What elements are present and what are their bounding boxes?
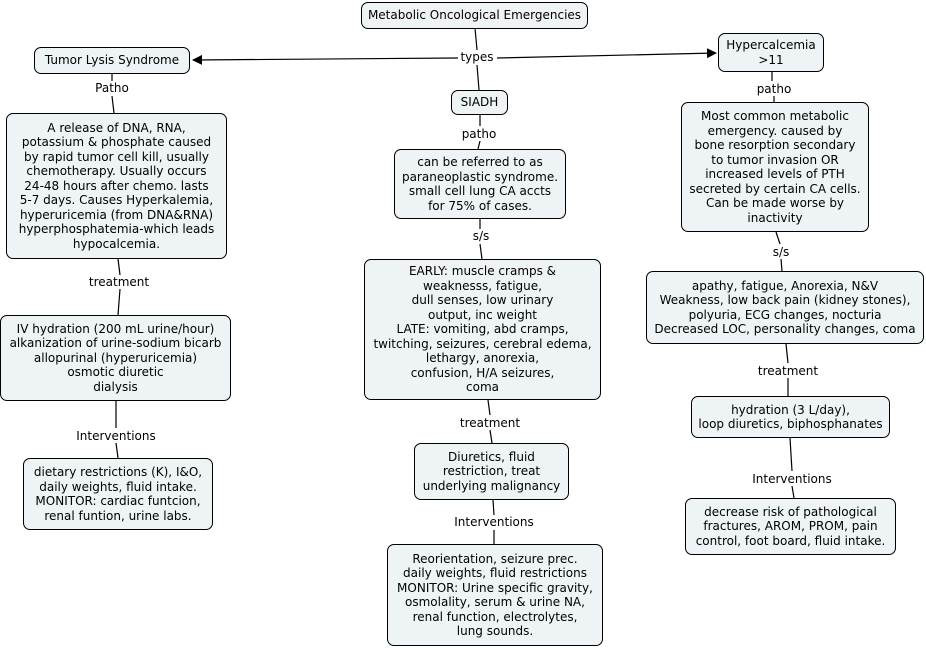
siadh-patho-text: can be referred to as paraneoplastic syn… <box>401 155 559 213</box>
label-hyper-treatment: treatment <box>755 364 821 378</box>
label-hyper-patho: patho <box>754 82 794 96</box>
hypercalcemia-text: Hypercalcemia >11 <box>726 38 816 67</box>
siadh-interventions-text: Reorientation, seizure prec. daily weigh… <box>397 551 593 639</box>
hyper-ss-text: apathy, fatigue, Anorexia, N&V Weakness,… <box>654 278 916 337</box>
label-types: types <box>458 50 496 64</box>
siadh-treatment-text: Diuretics, fluid restriction, treat unde… <box>422 449 561 493</box>
hyper-ss-node[interactable]: apathy, fatigue, Anorexia, N&V Weakness,… <box>646 271 924 344</box>
label-siadh-ss: s/s <box>470 229 492 243</box>
label-hyper-interventions: Interventions <box>750 472 834 486</box>
label-siadh-patho: patho <box>459 127 499 141</box>
tls-patho-text: A release of DNA, RNA, potassium & phosp… <box>18 120 215 251</box>
hyper-treatment-text: hydration (3 L/day), loop diuretics, bip… <box>698 402 883 432</box>
label-siadh-interventions: Interventions <box>452 515 536 529</box>
siadh-node[interactable]: SIADH <box>451 90 508 115</box>
label-hyper-ss: s/s <box>770 245 792 259</box>
hyper-patho-text: Most common metabolic emergency. caused … <box>689 109 861 225</box>
tls-treatment-text: IV hydration (200 mL urine/hour) alkaniz… <box>9 321 222 394</box>
label-tls-treatment: treatment <box>86 275 152 289</box>
root-text: Metabolic Oncological Emergencies <box>367 8 582 23</box>
tls-interventions-text: dietary restrictions (K), I&O, daily wei… <box>33 465 203 523</box>
siadh-text: SIADH <box>460 95 499 110</box>
tls-node[interactable]: Tumor Lysis Syndrome <box>34 47 190 74</box>
root-node[interactable]: Metabolic Oncological Emergencies <box>361 2 588 29</box>
tls-text: Tumor Lysis Syndrome <box>44 53 180 68</box>
siadh-patho-node[interactable]: can be referred to as paraneoplastic syn… <box>394 149 566 219</box>
tls-patho-node[interactable]: A release of DNA, RNA, potassium & phosp… <box>6 113 227 259</box>
siadh-ss-text: EARLY: muscle cramps & weaknesss, fatigu… <box>373 264 592 395</box>
hypercalcemia-node[interactable]: Hypercalcemia >11 <box>718 33 824 72</box>
label-siadh-treatment: treatment <box>457 416 523 430</box>
hyper-patho-node[interactable]: Most common metabolic emergency. caused … <box>681 102 869 232</box>
label-tls-patho: Patho <box>93 81 131 95</box>
hyper-treatment-node[interactable]: hydration (3 L/day), loop diuretics, bip… <box>691 396 890 438</box>
label-tls-interventions: Interventions <box>74 429 158 443</box>
siadh-interventions-node[interactable]: Reorientation, seizure prec. daily weigh… <box>387 544 603 646</box>
tls-treatment-node[interactable]: IV hydration (200 mL urine/hour) alkaniz… <box>0 315 231 401</box>
siadh-treatment-node[interactable]: Diuretics, fluid restriction, treat unde… <box>414 443 569 500</box>
siadh-ss-node[interactable]: EARLY: muscle cramps & weaknesss, fatigu… <box>364 259 601 400</box>
hyper-interventions-node[interactable]: decrease risk of pathological fractures,… <box>685 498 896 555</box>
hyper-interventions-text: decrease risk of pathological fractures,… <box>695 504 886 548</box>
tls-interventions-node[interactable]: dietary restrictions (K), I&O, daily wei… <box>23 458 213 530</box>
